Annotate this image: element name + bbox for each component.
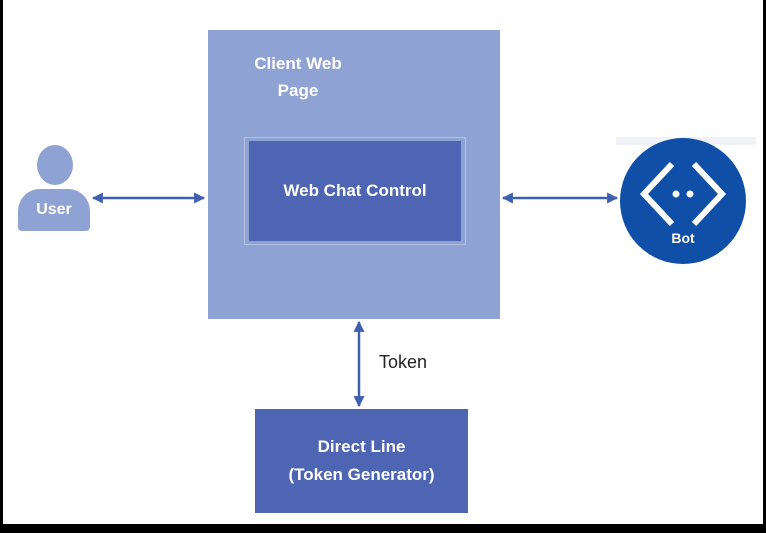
client-title-line1: Client Web (254, 54, 342, 73)
user-label: User (36, 201, 72, 218)
bot-node: Bot (620, 138, 746, 264)
client-web-page-box: Client Web Page Web Chat Control (208, 30, 500, 319)
bot-label: Bot (671, 230, 695, 246)
token-label: Token (379, 352, 428, 372)
web-chat-control-outline (244, 137, 466, 245)
client-web-page-title: Client Web Page (238, 50, 358, 104)
direct-line-label: Direct Line (317, 437, 406, 456)
user-body-icon: User (18, 189, 90, 231)
diagram-canvas: User Client Web Page Web Chat Control Bo… (3, 0, 763, 524)
web-chat-control-label: Web Chat Control (283, 181, 427, 200)
bot-icon (620, 138, 746, 264)
user-node: User (18, 145, 90, 231)
client-title-line2: Page (277, 81, 319, 100)
web-chat-control-box: Web Chat Control (249, 141, 461, 241)
direct-line-box: Direct Line (Token Generator) (255, 409, 468, 513)
token-generator-label: (Token Generator) (288, 465, 435, 484)
connector-layer (91, 192, 619, 408)
user-head-icon (37, 145, 73, 185)
